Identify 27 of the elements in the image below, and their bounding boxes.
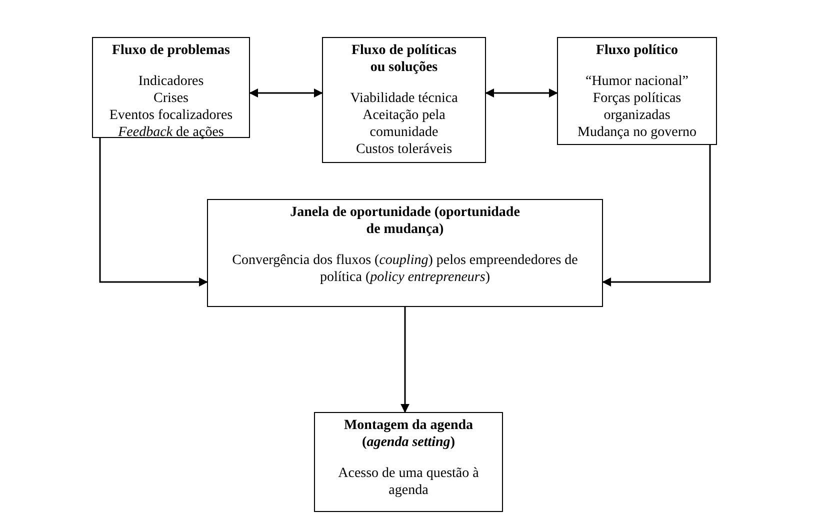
box-text: Feedback de ações [117, 124, 225, 141]
box-heading: Fluxo político [594, 42, 680, 59]
process-box [557, 37, 717, 145]
box-heading: Janela de oportunidade (oportunidade de mudança) [289, 204, 521, 238]
arrow [485, 88, 558, 98]
process-box [92, 37, 250, 138]
arrow [400, 307, 410, 413]
process-box [207, 199, 603, 307]
box-text: Custos toleráveis [354, 141, 454, 158]
box-text: Indicadores [137, 73, 205, 90]
arrow [602, 145, 711, 286]
box-text: Eventos focalizadores [108, 107, 234, 124]
box-text: Forças políticas organizadas [592, 90, 682, 124]
arrow [249, 88, 323, 98]
process-box [322, 37, 486, 163]
box-heading: Fluxo de problemas [111, 42, 231, 59]
box-text: Aceitação pela comunidade [362, 107, 446, 141]
box-heading: Fluxo de políticas ou soluções [350, 42, 458, 76]
box-text: “Humor nacional” [584, 73, 690, 90]
process-box [314, 412, 503, 512]
box-text: Convergência dos fluxos (coupling) pelos empreendedores de política (policy entrepreneurs) [231, 252, 579, 286]
box-text: Acesso de uma questão à agenda [337, 465, 480, 499]
box-heading: Montagem da agenda (agenda setting) [342, 417, 474, 451]
arrow [99, 138, 208, 286]
box-text: Crises [152, 90, 190, 107]
box-text: Viabilidade técnica [349, 90, 459, 107]
box-text: Mudança no governo [576, 124, 698, 141]
